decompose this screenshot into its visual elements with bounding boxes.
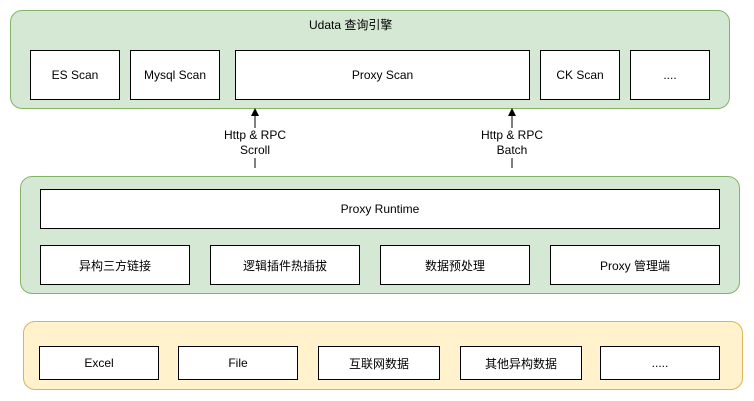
more-scan-box: .... xyxy=(630,50,710,100)
plugin-hotswap-box: 逻辑插件热插拔 xyxy=(210,245,360,285)
scroll-protocol-text: Http & RPC xyxy=(223,128,286,142)
excel-source-box: Excel xyxy=(39,346,159,380)
batch-connector-label: Http & RPC Batch xyxy=(476,128,548,158)
es-scan-box: ES Scan xyxy=(30,50,120,100)
file-source-box: File xyxy=(178,346,298,380)
query-engine-title: Udata 查询引擎 xyxy=(309,18,393,32)
ck-scan-box: CK Scan xyxy=(540,50,620,100)
batch-mode-text: Batch xyxy=(496,143,528,157)
scroll-connector-label: Http & RPC Scroll xyxy=(220,128,290,158)
proxy-runtime-box: Proxy Runtime xyxy=(40,189,720,229)
heterogeneous-link-box: 异构三方链接 xyxy=(40,245,190,285)
internet-data-box: 互联网数据 xyxy=(318,346,440,380)
more-source-box: ..... xyxy=(600,346,720,380)
scroll-mode-text: Scroll xyxy=(239,143,270,157)
proxy-admin-box: Proxy 管理端 xyxy=(550,245,720,285)
mysql-scan-box: Mysql Scan xyxy=(130,50,220,100)
batch-protocol-text: Http & RPC xyxy=(480,128,543,142)
data-preprocess-box: 数据预处理 xyxy=(380,245,530,285)
other-heterogeneous-data-box: 其他异构数据 xyxy=(460,346,582,380)
proxy-scan-box: Proxy Scan xyxy=(235,50,530,100)
